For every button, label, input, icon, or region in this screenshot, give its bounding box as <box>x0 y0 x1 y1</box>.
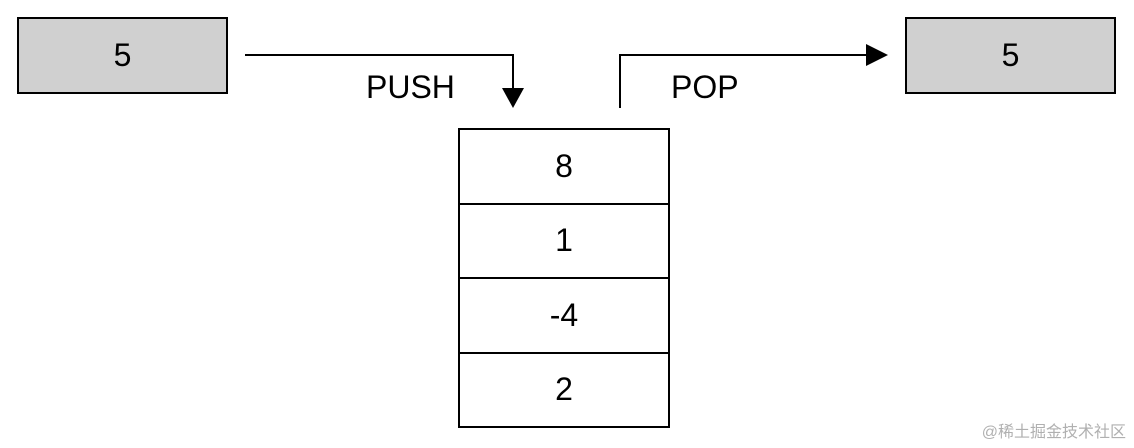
input-value-box: 5 <box>17 17 228 94</box>
pop-arrowhead-icon <box>866 44 888 66</box>
stack: 8 1 -4 2 <box>458 128 670 428</box>
push-arrowhead-icon <box>502 88 524 108</box>
stack-cell: 8 <box>555 147 573 184</box>
stack-cell: 1 <box>460 202 668 278</box>
input-value: 5 <box>113 37 132 73</box>
push-label: PUSH <box>366 69 455 105</box>
pop-arrow <box>619 54 868 108</box>
output-value-box: 5 <box>905 17 1116 94</box>
stack-cell: -4 <box>460 277 668 352</box>
watermark: @稀土掘金技术社区 <box>981 424 1126 441</box>
push-arrow <box>245 54 514 90</box>
pop-label: POP <box>671 69 739 105</box>
stack-cell: 2 <box>460 351 668 427</box>
output-value: 5 <box>1001 37 1020 73</box>
